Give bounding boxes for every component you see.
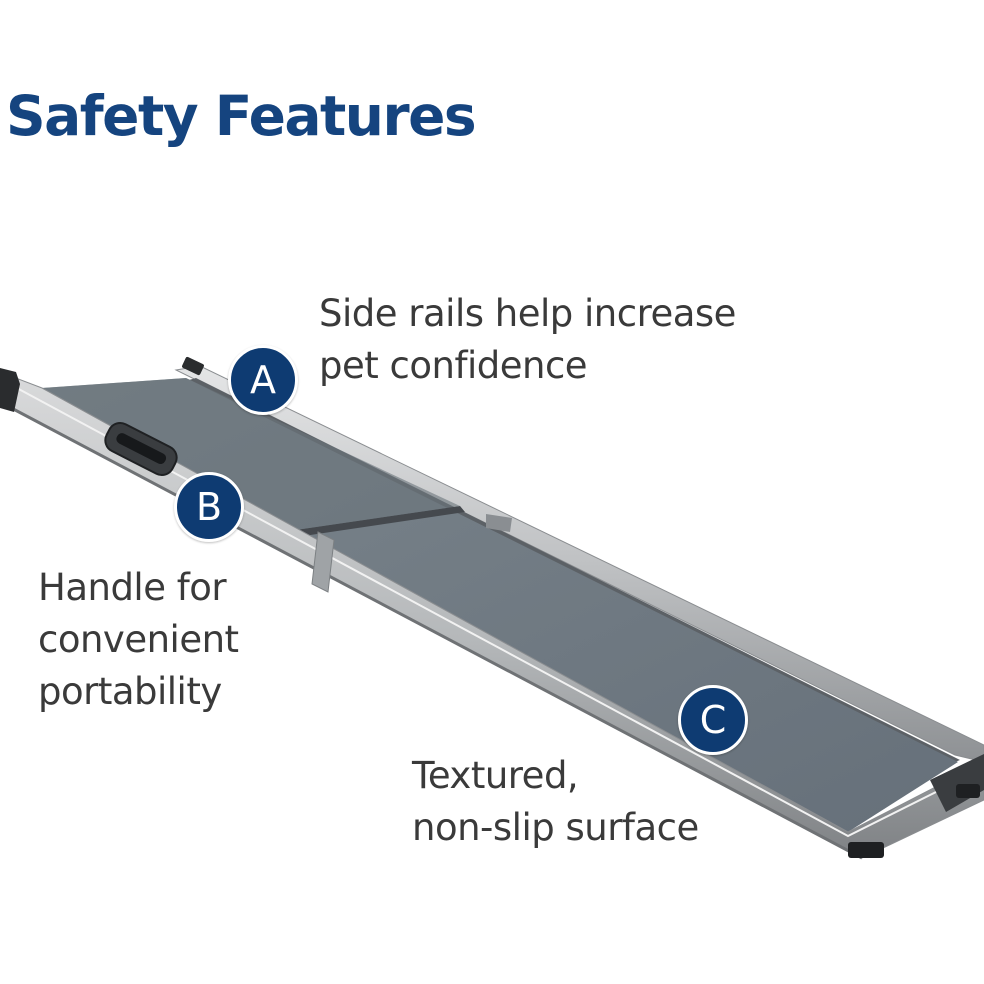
callout-c-line-2: non-slip surface — [412, 806, 699, 849]
page-title: Safety Features — [6, 84, 477, 148]
callout-b-line-3: portability — [38, 670, 222, 713]
callout-c-line-1: Textured, — [412, 754, 579, 797]
callout-a-line-2: pet confidence — [319, 344, 588, 387]
ramp-bottom-foot — [848, 842, 884, 858]
callout-handle: Handle for convenient portability — [38, 562, 239, 718]
callout-b-line-1: Handle for — [38, 566, 227, 609]
badge-c: C — [678, 685, 748, 755]
ramp-near-rail-shadow — [0, 400, 863, 860]
callout-side-rails: Side rails help increase pet confidence — [319, 288, 736, 392]
handle-slot — [116, 433, 167, 464]
callout-surface: Textured, non-slip surface — [412, 750, 699, 854]
ramp-joint-sleeve — [311, 531, 335, 593]
badge-b: B — [174, 472, 244, 542]
ramp-inner-panel — [42, 378, 460, 532]
callout-b-line-2: convenient — [38, 618, 239, 661]
ramp-top-end-cap — [0, 368, 20, 412]
ramp-panel-seam — [282, 506, 465, 538]
callout-a-line-1: Side rails help increase — [319, 292, 736, 335]
ramp-top-far-cap — [182, 356, 204, 376]
ramp-far-foot — [956, 784, 980, 798]
badge-a: A — [228, 345, 298, 415]
ramp-joint-clip — [486, 514, 512, 532]
